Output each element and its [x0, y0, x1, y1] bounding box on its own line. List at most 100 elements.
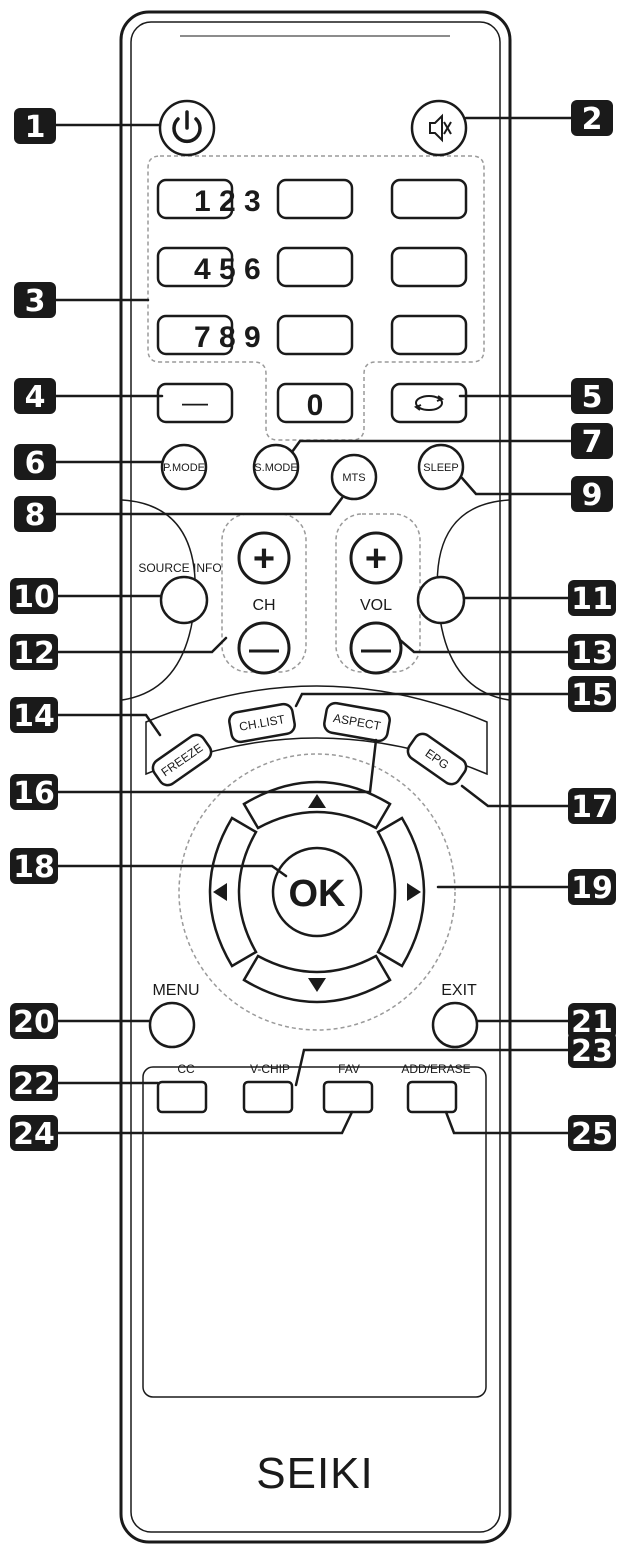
leader-lines: [54, 116, 573, 1135]
ok-button[interactable]: [271, 846, 363, 938]
aspect-button[interactable]: ASPECT: [323, 701, 391, 743]
callout-badge-23: [568, 1032, 616, 1068]
power-icon: [172, 110, 202, 144]
key-1[interactable]: [156, 178, 234, 220]
callout-badge-5: [571, 378, 613, 414]
callout-badge-21: [568, 1003, 616, 1039]
add-erase-button[interactable]: [406, 1080, 458, 1114]
vol-up-button[interactable]: [349, 531, 403, 585]
dash-button[interactable]: [156, 382, 234, 424]
callout-24: 24: [13, 1117, 55, 1152]
key-8[interactable]: [276, 314, 354, 356]
exit-button[interactable]: [431, 1001, 479, 1049]
callout-badge-25: [568, 1115, 616, 1151]
callout-badge-8: [14, 496, 56, 532]
dash-label: —: [182, 387, 208, 417]
digits-row-1: 1 2 3: [194, 185, 261, 218]
callout-badge-1: [14, 108, 56, 144]
menu-button[interactable]: [148, 1001, 196, 1049]
menu-label: MENU: [152, 982, 199, 999]
callout-18: 18: [13, 850, 55, 885]
callout-5: 5: [582, 380, 603, 415]
mute-icon: [429, 113, 452, 143]
callout-badge-18: [10, 848, 58, 884]
callout-badge-10: [10, 578, 58, 614]
key-5[interactable]: [276, 246, 354, 288]
vol-plus: +: [365, 538, 387, 580]
right-button[interactable]: [376, 816, 426, 968]
fav-label: FAV: [338, 1062, 360, 1076]
callout-25: 25: [571, 1117, 613, 1152]
key-0[interactable]: [276, 382, 354, 424]
callout-7: 7: [582, 425, 603, 460]
v-chip-button[interactable]: [242, 1080, 294, 1114]
key-4[interactable]: [156, 246, 234, 288]
callout-badge-24: [10, 1115, 58, 1151]
recall-arrows-icon: [413, 395, 445, 411]
key-9[interactable]: [390, 314, 468, 356]
recall-button[interactable]: [390, 382, 468, 424]
arrow-right-icon: [407, 883, 421, 901]
fav-button[interactable]: [322, 1080, 374, 1114]
p-mode-label: P.MODE: [163, 462, 205, 474]
s-mode-label: S.MODE: [254, 462, 297, 474]
source-button[interactable]: [159, 575, 209, 625]
power-button[interactable]: [158, 99, 216, 157]
key-2[interactable]: [276, 178, 354, 220]
cc-button[interactable]: [156, 1080, 208, 1114]
callout-3: 3: [25, 284, 46, 319]
callout-badges: [10, 100, 616, 1151]
source-info-label: SOURCE INFO: [138, 561, 221, 575]
ok-label: OK: [289, 873, 347, 915]
key-6[interactable]: [390, 246, 468, 288]
ch-label: CH: [252, 597, 275, 614]
cc-label: CC: [177, 1062, 195, 1076]
digits-row-3: 7 8 9: [194, 321, 261, 354]
key-7[interactable]: [156, 314, 234, 356]
ch-up-button[interactable]: [237, 531, 291, 585]
bottom-key-labels: CC V-CHIP FAV ADD/ERASE: [177, 1062, 470, 1076]
p-mode-button[interactable]: [160, 443, 208, 491]
mts-button[interactable]: [330, 453, 378, 501]
mode-buttons: [160, 443, 465, 501]
dpad-zone: [178, 753, 456, 1031]
callout-badge-20: [10, 1003, 58, 1039]
key-3[interactable]: [390, 178, 468, 220]
dpad: [208, 780, 426, 1004]
vol-label: VOL: [360, 597, 392, 614]
sleep-label: SLEEP: [423, 462, 458, 474]
function-arc: [145, 685, 488, 776]
callout-badge-6: [14, 444, 56, 480]
number-keys: [156, 178, 468, 424]
rocker-symbols: + — + —: [249, 538, 391, 666]
arrow-down-icon: [308, 978, 326, 992]
callout-badge-15: [568, 676, 616, 712]
ch-minus: —: [249, 633, 279, 666]
brand-logo: SEIKI: [256, 1449, 374, 1498]
callout-23: 23: [571, 1034, 613, 1069]
callout-10: 10: [13, 580, 55, 615]
callout-21: 21: [571, 1005, 613, 1040]
arrow-up-icon: [308, 794, 326, 808]
freeze-button[interactable]: FREEZE: [149, 731, 214, 788]
sleep-button[interactable]: [417, 443, 465, 491]
ch-list-button[interactable]: CH.LIST: [228, 702, 296, 744]
callout-17: 17: [571, 790, 613, 825]
mts-label: MTS: [342, 472, 365, 484]
epg-button[interactable]: EPG: [404, 730, 469, 787]
digit-zero: 0: [307, 389, 324, 422]
digits-row-2: 4 5 6: [194, 253, 261, 286]
mute-button[interactable]: [410, 99, 468, 157]
info-button[interactable]: [416, 575, 466, 625]
vol-rocker: [349, 531, 403, 675]
ch-plus: +: [253, 538, 275, 580]
callout-16: 16: [13, 776, 55, 811]
s-mode-button[interactable]: [252, 443, 300, 491]
callout-badge-22: [10, 1065, 58, 1101]
callout-badge-12: [10, 634, 58, 670]
ch-down-button[interactable]: [237, 621, 291, 675]
callout-badge-4: [14, 378, 56, 414]
mode-labels: P.MODE S.MODE MTS SLEEP: [163, 462, 459, 484]
vol-down-button[interactable]: [349, 621, 403, 675]
